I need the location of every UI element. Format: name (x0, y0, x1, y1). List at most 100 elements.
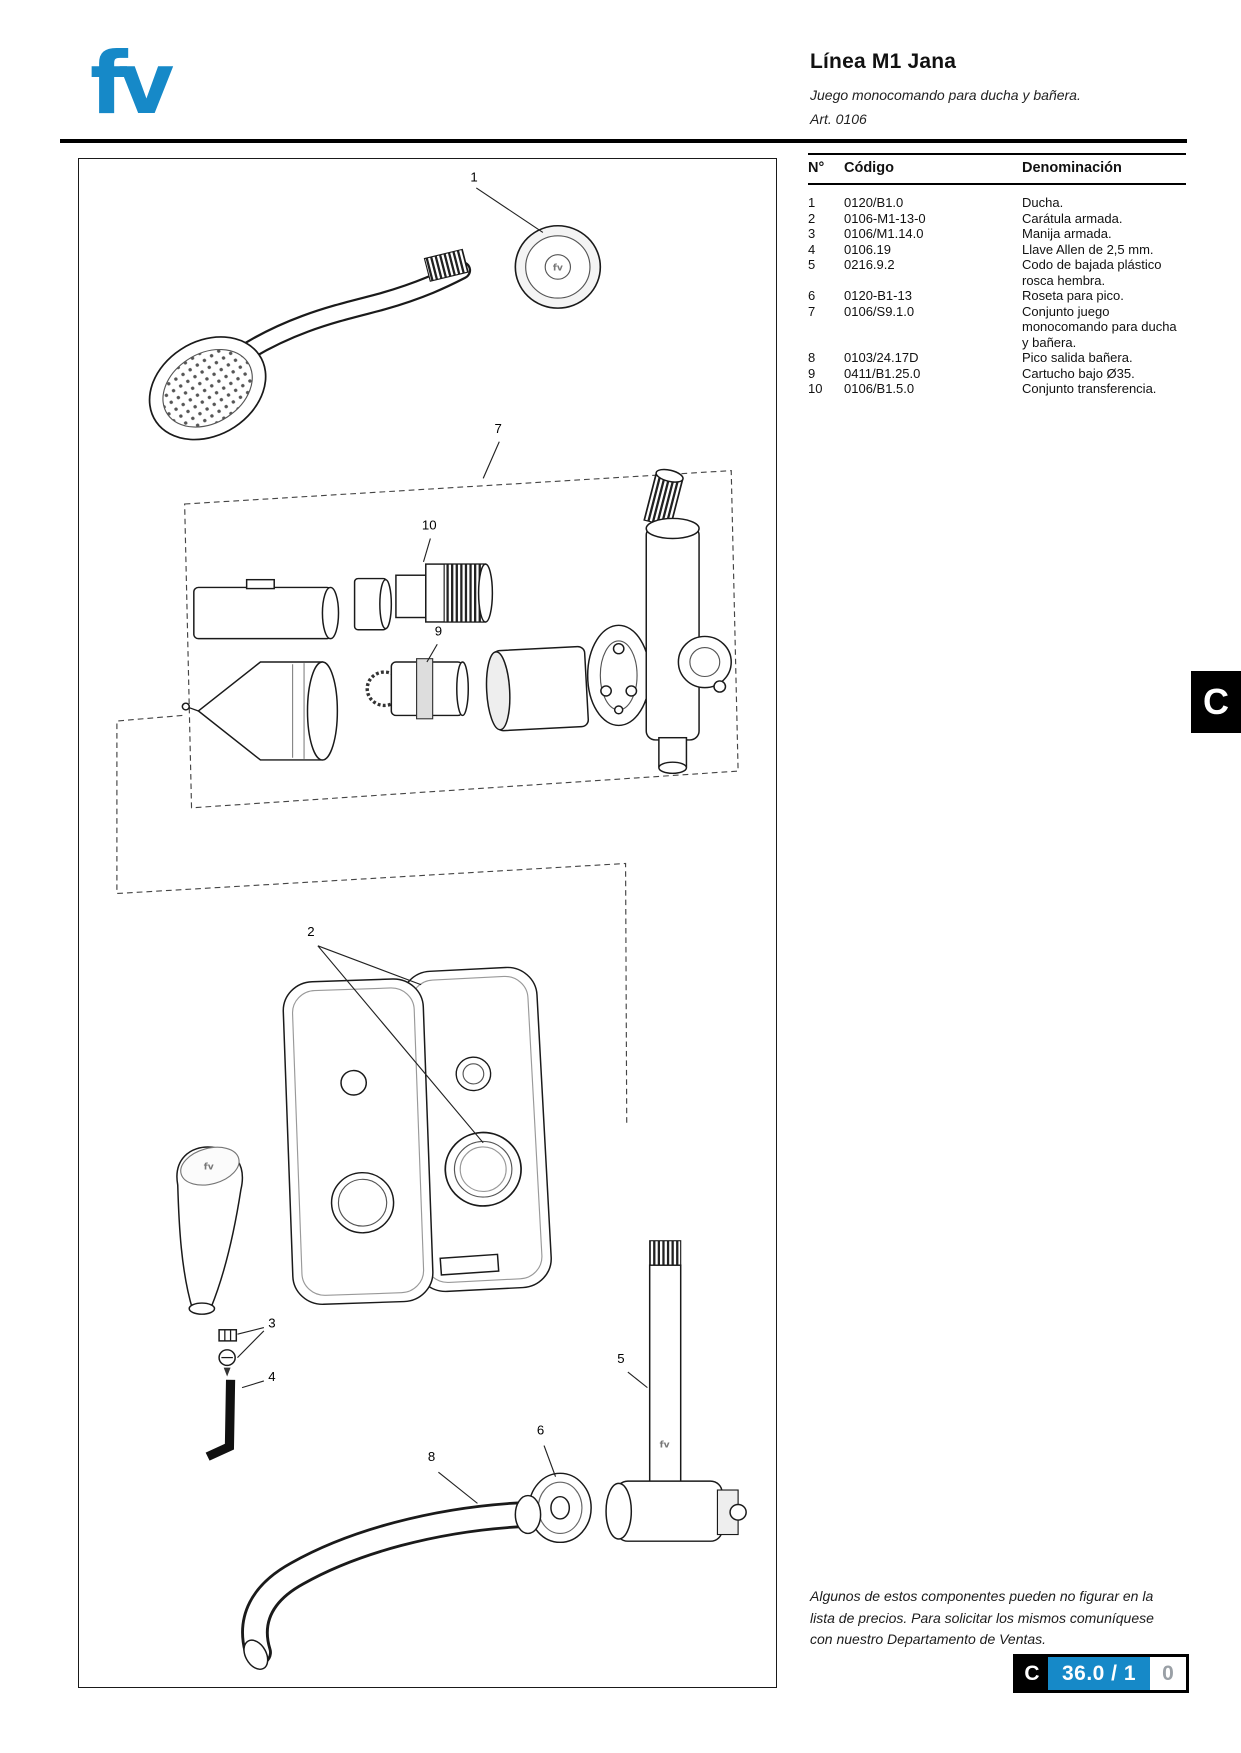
part-number: 7 (808, 303, 816, 319)
callout-8-leader (438, 1471, 478, 1504)
table-row: 4 0106.19 Llave Allen de 2,5 mm. (808, 242, 1186, 258)
callout-2-leaders (317, 945, 484, 1144)
part-open-sleeve (485, 645, 590, 732)
part-cone-cap (181, 661, 339, 761)
callout-7-leader (482, 441, 500, 479)
part-valve-body (643, 468, 732, 775)
callout-3: 3 (268, 1316, 275, 1331)
part-number: 9 (808, 365, 816, 381)
footnote-line-1: Algunos de estos componentes pueden no f… (810, 1588, 1154, 1604)
part-name: Llave Allen de 2,5 mm. (1022, 241, 1154, 257)
part-number: 8 (808, 350, 816, 365)
part-name: Pico salida bañera. (1022, 350, 1133, 365)
part-name: Conjunto juego monocomando para ducha y … (1022, 303, 1177, 350)
part-number: 2 (808, 210, 816, 226)
header-rule (60, 139, 1187, 143)
table-row: 9 0411/B1.25.0 Cartucho bajo Ø35. (808, 366, 1186, 382)
callout-10-leader (422, 538, 431, 563)
part-name: Cartucho bajo Ø35. (1022, 365, 1135, 381)
callout-6: 6 (537, 1423, 544, 1438)
callout-1: 1 (470, 169, 477, 184)
parts-table-header: N° Código Denominación (808, 153, 1186, 185)
part-name: Roseta para pico. (1022, 288, 1124, 303)
header: Línea M1 Jana Juego monocomando para duc… (810, 50, 1190, 127)
callout-8: 8 (428, 1449, 435, 1464)
part-allen-key (205, 1379, 236, 1461)
parts-table: N° Código Denominación 1 0120/B1.0 Ducha… (808, 153, 1186, 397)
section-tab-letter: C (1203, 681, 1229, 722)
callout-5: 5 (617, 1351, 624, 1366)
exploded-diagram: fv 1 7 10 (78, 158, 777, 1688)
part-name: Carátula armada. (1022, 210, 1123, 226)
shower-arm (225, 248, 472, 369)
part-code: 0120-B1-13 (844, 288, 912, 303)
part-code: 0106/B1.5.0 (844, 381, 915, 396)
section-tab: C (1191, 671, 1241, 733)
part-name: Ducha. (1022, 195, 1064, 210)
group-7-outline (184, 470, 739, 809)
part-manija: fv (176, 1146, 243, 1315)
footnote: Algunos de estos componentes pueden no f… (810, 1586, 1190, 1651)
part-name: Conjunto transferencia. (1022, 381, 1157, 396)
group-2-outline (116, 714, 628, 1123)
parts-table-body: 1 0120/B1.0 Ducha. 2 0106-M1-13-0 Carátu… (808, 195, 1186, 397)
part-name: Manija armada. (1022, 226, 1112, 241)
callout-2: 2 (307, 924, 314, 939)
page-subtitle: Juego monocomando para ducha y bañera. (810, 87, 1081, 103)
callout-9: 9 (435, 624, 442, 639)
col-header-name: Denominación (1022, 160, 1122, 176)
part-name: Codo de bajada plástico rosca hembra. (1022, 257, 1162, 288)
part-code: 0106-M1-13-0 (844, 210, 926, 226)
part-code: 0106/M1.14.0 (844, 226, 924, 241)
part-roseta (528, 1472, 592, 1544)
part-caratula-front (282, 978, 434, 1306)
fv-logo: fv (90, 34, 175, 134)
part-number: 1 (808, 195, 816, 210)
callout-1-leader (475, 187, 544, 233)
part-code: 0106.19 (844, 241, 891, 257)
badge-page-number: 36.0 / 1 (1048, 1657, 1150, 1690)
part-spacer (353, 577, 393, 631)
footnote-line-2: lista de precios. Para solicitar los mis… (810, 1609, 1154, 1626)
page-title: Línea M1 Jana (810, 50, 957, 73)
part-clip-bracket (439, 1253, 500, 1276)
part-code: 0120/B1.0 (844, 195, 904, 210)
part-number: 6 (808, 288, 816, 303)
table-row: 8 0103/24.17D Pico salida bañera. (808, 350, 1186, 366)
part-code: 0106/S9.1.0 (844, 303, 915, 319)
badge-section: C (1016, 1657, 1048, 1690)
col-header-code: Código (844, 160, 894, 176)
part-code: 0411/B1.25.0 (844, 365, 921, 381)
shower-head (148, 336, 267, 441)
part-handle-nut (218, 1329, 238, 1342)
table-row: 1 0120/B1.0 Ducha. (808, 195, 1186, 211)
part-port-plate (586, 624, 651, 727)
diagram-drawing: fv 1 7 10 (116, 169, 747, 1670)
part-cartridge (365, 658, 470, 720)
callout-7: 7 (494, 421, 501, 436)
page-badge: C 36.0 / 1 0 (1013, 1654, 1189, 1693)
callout-3-leaders (237, 1326, 265, 1358)
part-codo-bajada: fv (605, 1240, 747, 1542)
table-row: 3 0106/M1.14.0 Manija armada. (808, 226, 1186, 242)
table-row: 6 0120-B1-13 Roseta para pico. (808, 288, 1186, 304)
part-transfer-cartridge (395, 563, 494, 623)
part-number: 4 (808, 241, 816, 257)
part-extension-sleeve (193, 578, 340, 640)
col-header-num: N° (808, 160, 825, 176)
part-number: 10 (808, 381, 823, 396)
badge-revision: 0 (1150, 1657, 1186, 1690)
escutcheon-flange: fv (514, 224, 602, 309)
table-row: 5 0216.9.2 Codo de bajada plástico rosca… (808, 257, 1186, 288)
part-number: 5 (808, 257, 816, 272)
part-pico-banera (241, 1494, 542, 1670)
callout-4-leader (241, 1380, 265, 1389)
part-set-screw (218, 1349, 236, 1377)
fv-mark: fv (204, 1163, 214, 1173)
table-row: 2 0106-M1-13-0 Carátula armada. (808, 211, 1186, 227)
table-row: 10 0106/B1.5.0 Conjunto transferencia. (808, 381, 1186, 397)
part-code: 0103/24.17D (844, 350, 919, 365)
article-number: Art. 0106 (810, 111, 867, 127)
table-row: 7 0106/S9.1.0 Conjunto juego monocomando… (808, 304, 1186, 351)
